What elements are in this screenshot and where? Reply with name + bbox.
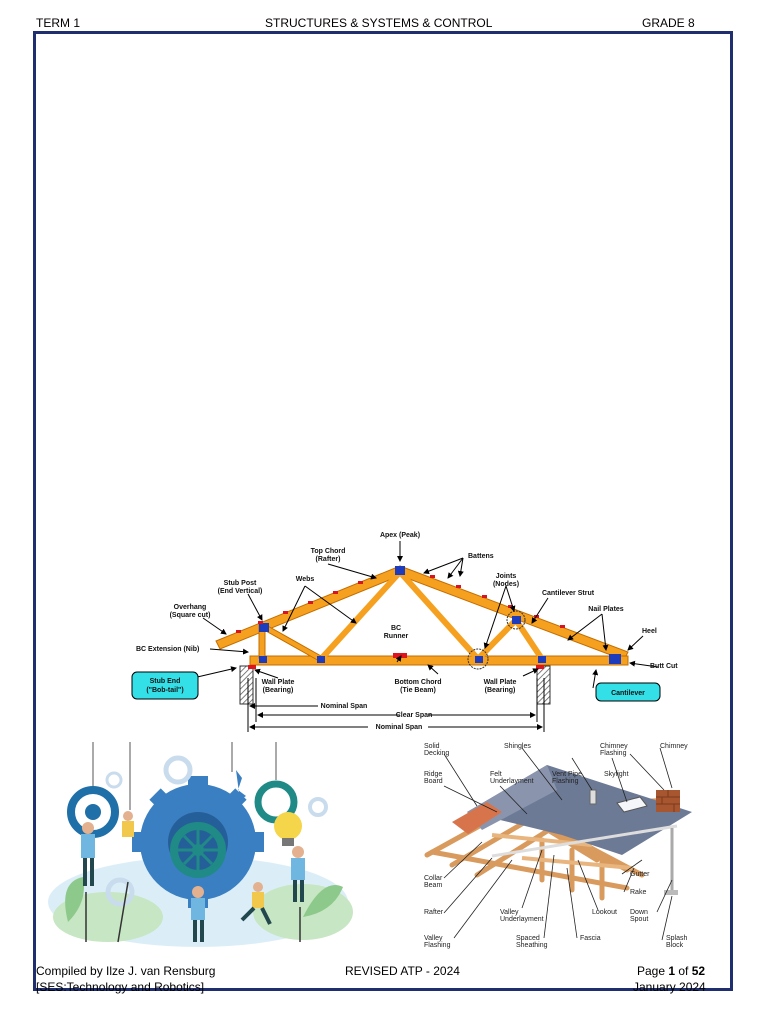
cantilever-callout xyxy=(595,682,661,702)
label-wall-plate-left: Wall Plate xyxy=(262,679,295,686)
svg-text:Beam: Beam xyxy=(424,882,442,889)
label-skylight: Skylight xyxy=(604,771,629,778)
svg-text:("Bob-tail"): ("Bob-tail") xyxy=(146,687,183,694)
svg-text:(Bearing): (Bearing) xyxy=(263,687,294,694)
stub-end-callout xyxy=(131,671,199,700)
bottom-chord xyxy=(249,655,629,666)
label-butt-cut: Butt Cut xyxy=(650,663,678,670)
roof-construction-diagram: Solid Decking Shingles Chimney Flashing … xyxy=(424,743,692,949)
svg-text:Block: Block xyxy=(666,942,684,949)
label-wall-plate-right: Wall Plate xyxy=(484,679,517,686)
label-solid-decking: Solid xyxy=(424,743,440,750)
label-nominal-span-bottom: Nominal Span xyxy=(376,724,423,731)
label-ridge-board: Ridge xyxy=(424,771,442,778)
label-chimney: Chimney xyxy=(660,743,688,750)
label-joints: Joints xyxy=(496,573,517,580)
label-nominal-span-top: Nominal Span xyxy=(321,703,368,710)
label-splash-block: Splash xyxy=(666,935,688,942)
footer-department: [SES:Technology and Robotics] xyxy=(36,980,205,994)
teamwork-gears-illustration xyxy=(48,742,353,947)
svg-text:(Rafter): (Rafter) xyxy=(316,556,341,563)
label-fascia: Fascia xyxy=(580,935,601,942)
label-down-spout: Down xyxy=(630,909,648,916)
roof-truss-diagram: Apex (Peak) Top Chord (Rafter) Battens W… xyxy=(131,532,678,732)
header-term: TERM 1 xyxy=(36,16,81,30)
footer-revision: REVISED ATP - 2024 xyxy=(345,964,460,978)
label-stub-end: Stub End xyxy=(150,678,181,685)
page-border xyxy=(33,31,733,991)
label-valley-flashing: Valley xyxy=(424,935,443,942)
label-webs: Webs xyxy=(296,576,315,583)
svg-text:Sheathing: Sheathing xyxy=(516,942,548,949)
label-rake: Rake xyxy=(630,889,646,896)
svg-text:(Tie Beam): (Tie Beam) xyxy=(400,687,436,694)
label-cantilever-strut: Cantilever Strut xyxy=(542,590,595,597)
svg-text:(End Vertical): (End Vertical) xyxy=(218,588,263,595)
label-bottom-chord: Bottom Chord xyxy=(394,679,441,686)
left-wall-support xyxy=(239,665,254,705)
footer-compiled-by: Compiled by Ilze J. van Rensburg xyxy=(36,964,216,978)
footer-date: January 2024 xyxy=(633,980,706,994)
header-subject: STRUCTURES & SYSTEMS & CONTROL xyxy=(265,16,493,30)
svg-text:Flashing: Flashing xyxy=(552,778,579,785)
svg-text:Underlayment: Underlayment xyxy=(490,778,534,785)
svg-text:Flashing: Flashing xyxy=(600,750,627,757)
header-grade: GRADE 8 xyxy=(642,16,695,30)
label-spaced-sheathing: Spaced xyxy=(516,935,540,942)
label-valley-underlayment: Valley xyxy=(500,909,519,916)
people-figures xyxy=(81,811,305,942)
label-heel: Heel xyxy=(642,628,657,635)
nail-plates xyxy=(259,566,621,664)
label-bc-runner: BC xyxy=(391,625,401,632)
label-overhang: Overhang xyxy=(174,604,207,611)
splash-block xyxy=(664,890,678,895)
svg-text:Flashing: Flashing xyxy=(424,942,451,949)
label-cantilever: Cantilever xyxy=(611,690,645,697)
label-vent-pipe-flashing: Vent Pipe xyxy=(552,771,582,778)
label-chimney-flashing: Chimney xyxy=(600,743,628,750)
vent-pipe xyxy=(589,789,597,805)
svg-text:Underlayment: Underlayment xyxy=(500,916,544,923)
label-felt-underlayment: Felt xyxy=(490,771,502,778)
label-battens: Battens xyxy=(468,553,494,560)
label-clear-span: Clear Span xyxy=(396,712,433,719)
label-shingles: Shingles xyxy=(504,743,531,750)
light-bulb-icon xyxy=(274,812,302,846)
skylight xyxy=(616,796,648,813)
gear-teal-icon xyxy=(170,822,226,878)
label-stub-post: Stub Post xyxy=(224,580,257,587)
svg-text:(Square cut): (Square cut) xyxy=(170,612,211,619)
label-bc-extension: BC Extension (Nib) xyxy=(136,646,199,653)
label-collar-beam: Collar xyxy=(424,875,443,882)
svg-text:Decking: Decking xyxy=(424,750,449,757)
chimney xyxy=(656,790,680,812)
label-gutter: Gutter xyxy=(630,871,650,878)
label-nail-plates: Nail Plates xyxy=(588,606,624,613)
label-top-chord: Top Chord xyxy=(311,548,346,555)
svg-text:Runner: Runner xyxy=(384,633,409,640)
svg-text:(Nodes): (Nodes) xyxy=(493,581,519,588)
footer-page-number: Page 1 of 52 xyxy=(637,964,706,978)
svg-text:(Bearing): (Bearing) xyxy=(485,687,516,694)
svg-text:Spout: Spout xyxy=(630,916,648,923)
label-lookout: Lookout xyxy=(592,909,617,916)
label-apex: Apex (Peak) xyxy=(380,532,420,539)
label-rafter: Rafter xyxy=(424,909,444,916)
svg-text:Board: Board xyxy=(424,778,443,785)
